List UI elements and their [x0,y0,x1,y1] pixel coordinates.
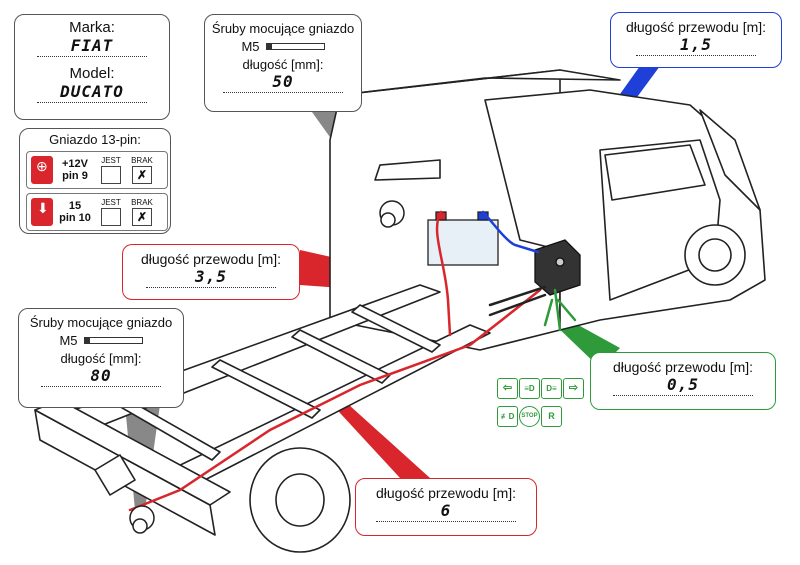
screws-top-size: M5 [241,39,260,54]
rear-wheel-hub [275,473,325,527]
chassis-cross-3 [291,329,391,384]
van-windshield [699,109,761,211]
wire-red-battery [435,210,452,337]
model-value: DUCATO [37,82,147,103]
arrow-right-icon: ⇨ [563,378,584,399]
pin10-line2: pin 10 [59,212,91,224]
pin10-yes-checkbox[interactable] [101,208,121,226]
socket-upper-cap [380,212,396,228]
arrow-down-icon: ⬇ [31,198,53,226]
screw-icon [265,43,325,50]
wire-blue [481,210,540,254]
van-box-top [339,69,621,96]
wire-green [543,288,577,332]
control-module-led [555,257,565,267]
chassis-cross-4 [351,304,441,353]
chassis-cross-2 [211,359,321,419]
pin9-no-checkbox[interactable]: ✗ [132,166,152,184]
pin9-no-label: BRAK [131,156,153,165]
pin9-yes-label: JEST [101,156,121,165]
plus-icon: ⊕ [31,156,53,184]
wire-red-cab-value: 3,5 [146,267,276,288]
wire-blue-box: długość przewodu [m]: 1,5 [610,12,782,68]
socket-rear-cap [132,518,148,534]
screws-top-length-label: długość [mm]: [242,57,324,72]
screws-bottom-length-label: długość [mm]: [60,351,142,366]
wire-green-box: długość przewodu [m]: 0,5 [590,352,776,410]
brand-value: FIAT [37,36,147,57]
screws-bottom-box: Śruby mocujące gniazdo M5 długość [mm]: … [18,308,184,408]
wire-red-rear-value: 6 [376,501,516,522]
pin10-no-checkbox[interactable]: ✗ [132,208,152,226]
brand-label: Marka: [69,19,115,36]
screws-top-title: Śruby mocujące gniazdo [211,21,355,36]
parking-light-icon: D≡ [541,378,562,399]
pin9-line2: pin 9 [62,170,88,182]
wire-blue-label: długość przewodu [m]: [625,19,767,35]
van-front-hub [698,238,732,272]
wire-red-cab-box: długość przewodu [m]: 3,5 [122,244,300,300]
tow-bar [94,454,136,496]
wire-green-label: długość przewodu [m]: [612,359,754,375]
model-label: Model: [69,65,115,82]
wire-black-1 [488,293,547,317]
screws-bottom-size: M5 [59,333,78,348]
pin10-no-label: BRAK [131,198,153,207]
vehicle-info-box: Marka: FIAT Model: DUCATO [14,14,170,120]
control-module [534,239,581,296]
screw-icon [83,337,143,344]
stop-light-icon: STOP [519,406,540,427]
screws-bottom-length-value: 80 [41,366,161,387]
van-box-window [374,159,441,181]
arrow-left-icon: ⇦ [497,378,518,399]
wire-black-2 [488,285,547,307]
pin10-line1: 15 [68,200,82,212]
pin9-line1: +12V [62,158,88,170]
screws-bottom-title: Śruby mocujące gniazdo [29,315,173,330]
wire-red-cab-label: długość przewodu [m]: [140,251,282,267]
pin10-yes-label: JEST [101,198,121,207]
headlight-icon: ≡D [519,378,540,399]
wire-green-value: 0,5 [613,375,753,396]
wire-blue-value: 1,5 [636,35,756,56]
wire-red-rear [128,288,542,512]
fog-light-icon: ≢D [497,406,518,427]
wire-red-rear-box: długość przewodu [m]: 6 [355,478,537,536]
wire-red-rear-label: długość przewodu [m]: [375,485,517,501]
reverse-light-icon: R [541,406,562,427]
pin9-yes-checkbox[interactable] [101,166,121,184]
screws-top-box: Śruby mocujące gniazdo M5 długość [mm]: … [204,14,362,112]
socket-title: Gniazdo 13-pin: [49,132,141,147]
van-side-window [604,144,706,201]
screws-top-length-value: 50 [223,72,343,93]
pointer-wire-red-rear [328,395,430,478]
